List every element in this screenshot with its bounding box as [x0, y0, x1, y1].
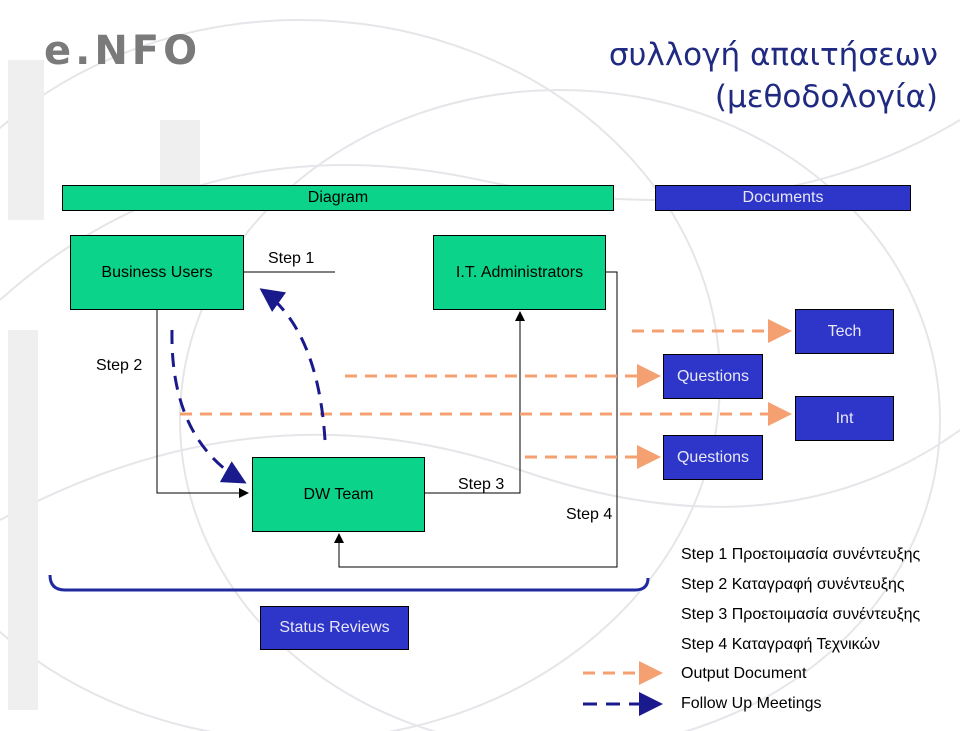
dw-team-node: DW Team	[252, 457, 425, 532]
it-administrators-node: I.T. Administrators	[433, 235, 606, 310]
step4-label: Step 4	[566, 506, 613, 523]
legend-output-document: Output Document	[681, 665, 807, 682]
legend-step2: Step 2 Καταγραφή συνέντευξης	[681, 576, 905, 593]
follow-up-arrow-to-dw	[170, 329, 247, 484]
legend-follow-up-meetings: Follow Up Meetings	[681, 695, 822, 712]
status-reviews-bracket	[48, 574, 650, 592]
legend-step1: Step 1 Προετοιμασία συνέντευξης	[681, 546, 921, 563]
tech-document: Tech	[795, 309, 894, 354]
diagram-header: Diagram	[62, 185, 614, 211]
documents-header: Documents	[655, 185, 911, 211]
step2-label: Step 2	[96, 357, 143, 374]
step2-connector	[156, 310, 249, 498]
status-reviews-node: Status Reviews	[260, 606, 409, 650]
page-title: συλλογή απαιτήσεων (μεθοδολογία)	[609, 34, 938, 118]
enfo-logo: e.NFO	[44, 28, 202, 74]
title-line-2: (μεθοδολογία)	[714, 79, 938, 115]
step4-connector	[334, 271, 618, 568]
step3-connector	[425, 311, 525, 494]
step3-label: Step 3	[458, 476, 505, 493]
legend-step3: Step 3 Προετοιμασία συνέντευξης	[681, 606, 921, 623]
step1-label: Step 1	[268, 250, 315, 267]
follow-up-arrow-to-users	[259, 288, 327, 441]
questions-document-1: Questions	[663, 354, 763, 399]
questions-document-2: Questions	[663, 435, 763, 480]
int-document: Int	[795, 396, 894, 441]
legend-step4: Step 4 Καταγραφή Τεχνικών	[681, 636, 880, 653]
title-line-1: συλλογή απαιτήσεων	[608, 37, 938, 73]
business-users-node: Business Users	[70, 235, 244, 310]
